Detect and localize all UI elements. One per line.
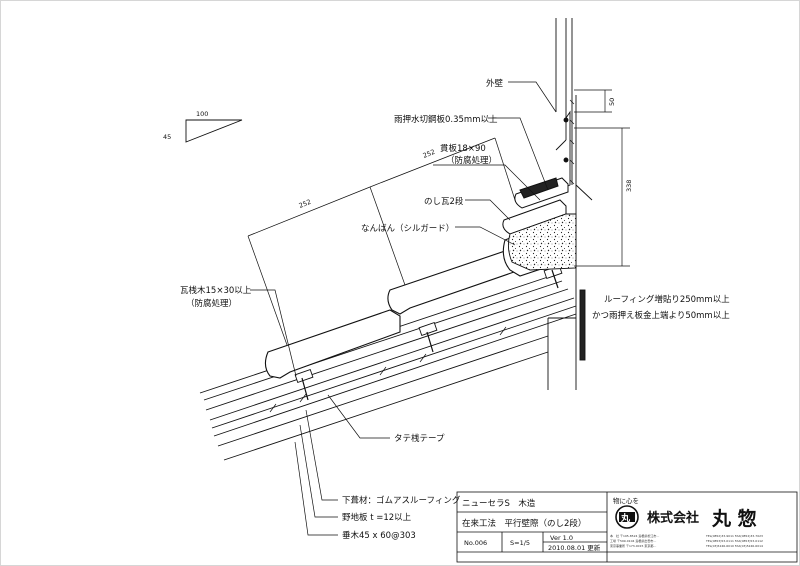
slope-rise-label: 45 xyxy=(163,133,171,141)
roof-deck-layers xyxy=(199,272,577,461)
label-batten-1: 瓦桟木15×30以上 xyxy=(180,285,252,296)
contact-3: TEL(03)5246-6010 FAX(03)5246-6014 xyxy=(705,544,763,548)
logo-char: 丸 xyxy=(620,512,631,524)
company-name: 丸 惣 xyxy=(711,507,757,530)
office-3: 東京事業所 〒173-0015 東京都… xyxy=(610,543,656,548)
title-date: 2010.08.01 更新 xyxy=(548,543,601,552)
label-sheathing: 野地板 t =12以上 xyxy=(342,512,412,523)
title-version: Ver 1.0 xyxy=(550,534,573,542)
noshi-tiles xyxy=(502,177,569,235)
label-batten-2: （防腐処理） xyxy=(186,298,237,309)
label-fascia-board-1: 貫板18×90 xyxy=(440,143,486,154)
wall-sheathing-hatch xyxy=(569,99,575,185)
office-1: 本 社 〒195-8524 島根県松江市… xyxy=(610,533,659,538)
contact-1: TEL(0852)33-9011 FAX(0852)33-7023 xyxy=(705,534,763,538)
label-flashing: 雨押水切鋼板0.35mm以上 xyxy=(394,114,498,125)
title-scale: S=1/5 xyxy=(510,539,530,547)
contact-2: TEL(0853)53-0111 FAX(0853)53-0112 xyxy=(705,539,763,543)
label-roofing-2: かつ雨押え板金上端より50mm以上 xyxy=(592,310,730,321)
lower-wall-block xyxy=(547,280,586,390)
office-2: 工場 〒599-0104 島根県出雲市… xyxy=(610,538,656,543)
title-product: ニューセラS 木造 xyxy=(462,498,536,509)
dim-252-lower: 252 xyxy=(298,198,313,210)
leader-lines xyxy=(250,81,557,536)
dim-338: 338 xyxy=(625,180,633,192)
dim-252-upper: 252 xyxy=(422,148,437,160)
label-tate-tape: タテ桟テープ xyxy=(394,433,445,444)
title-method: 在来工法 平行壁際（のし2段） xyxy=(462,518,586,529)
dim-50: 50 xyxy=(608,98,616,106)
label-rafter: 垂木45 x 60@303 xyxy=(342,530,416,541)
title-block xyxy=(456,491,798,563)
company-prefix: 株式会社 xyxy=(647,510,699,526)
label-outer-wall: 外壁 xyxy=(486,78,504,89)
label-fascia-board-2: （防腐処理） xyxy=(446,155,497,166)
label-underlay: 下葺材：ゴムアスルーフィング xyxy=(342,495,461,506)
label-roofing-1: ルーフィング増貼り250mm以上 xyxy=(604,294,730,305)
nanban-mortar xyxy=(507,213,577,271)
label-noshi-tiles: のし瓦2段 xyxy=(424,196,464,207)
label-nanban: なんばん（シルガード） xyxy=(361,223,454,234)
company-logo: 丸 xyxy=(615,505,639,529)
tile-nails xyxy=(301,269,559,401)
dimension-lines xyxy=(247,89,630,346)
company-motto: 物に心を xyxy=(613,496,639,505)
batten-tape-marks xyxy=(269,326,507,413)
slope-run-label: 100 xyxy=(196,110,208,118)
title-number: No.006 xyxy=(464,539,487,547)
slope-indicator xyxy=(185,119,243,143)
